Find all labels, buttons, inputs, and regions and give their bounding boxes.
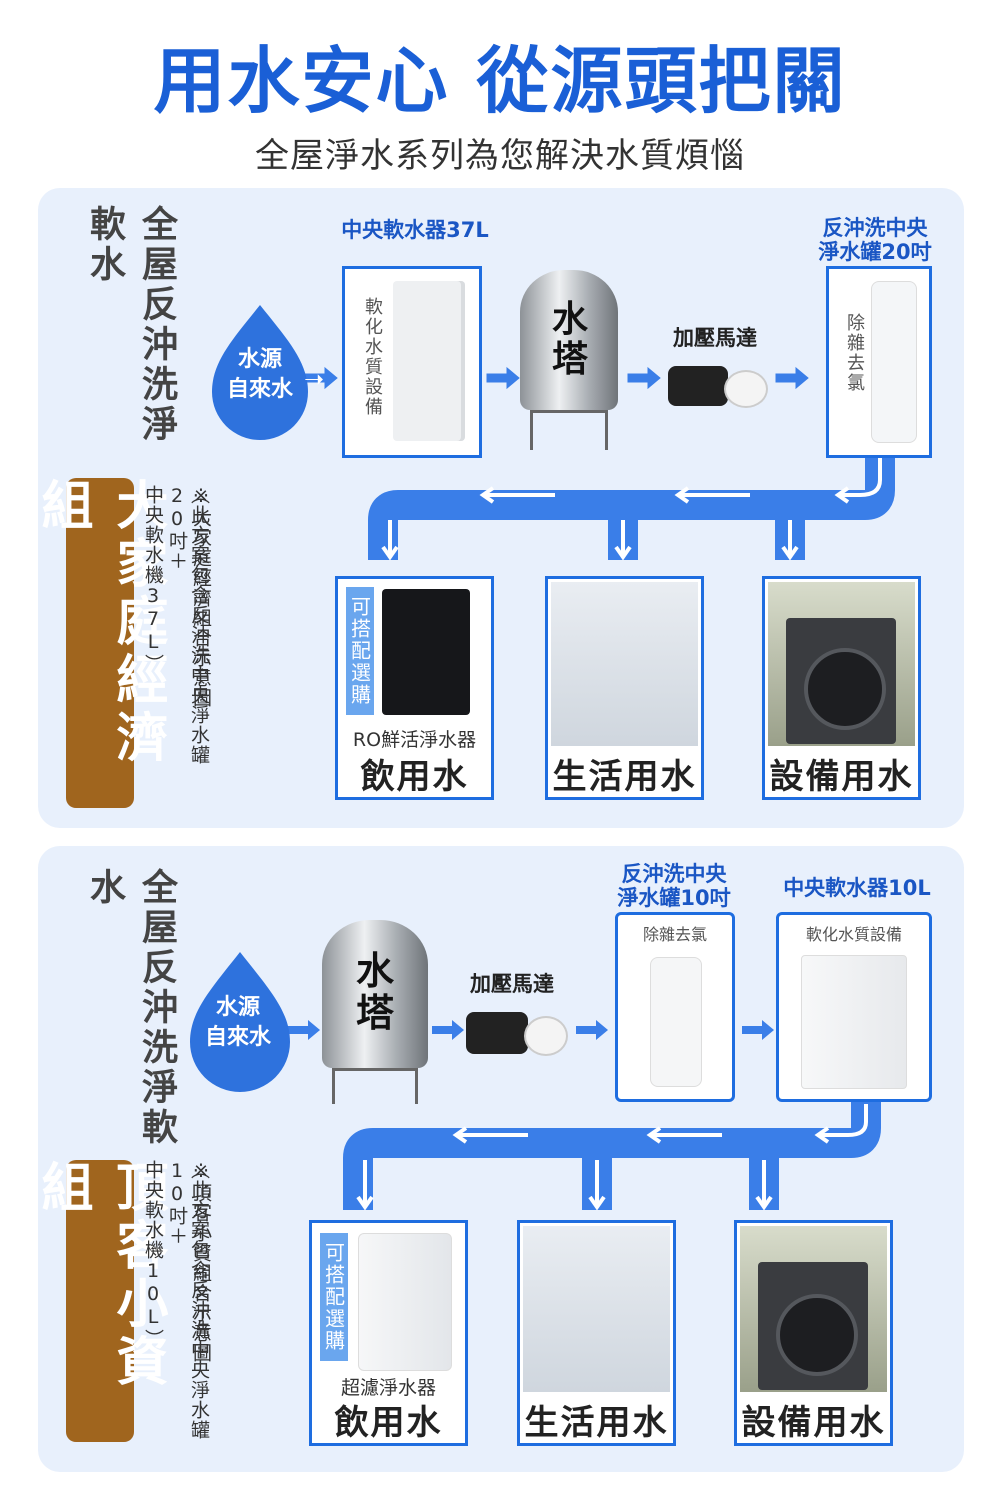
laundry-image <box>768 582 915 746</box>
filter-title: 反沖洗中央淨水罐10吋 <box>617 862 731 910</box>
softener-title: 中央軟水器37L <box>341 218 489 242</box>
output-label-appliance: 設備用水 <box>741 1403 886 1443</box>
note-line-3: 中央軟水機37L） <box>142 485 164 674</box>
purifier-icon <box>358 1233 452 1371</box>
filter-title: 反沖洗中央淨水罐20吋 <box>818 216 932 264</box>
pump-icon <box>466 1002 568 1058</box>
softener-box: 軟化水質設備 <box>342 266 482 458</box>
output-living: 生活用水 <box>517 1220 676 1446</box>
output-living: 生活用水 <box>545 576 704 800</box>
tank-text: 水塔 <box>551 299 588 380</box>
filter-unit-icon <box>871 281 917 443</box>
tank-text: 水塔 <box>355 949 394 1035</box>
bathroom-image <box>551 582 698 746</box>
filter-desc: 除雜去氯 <box>642 925 707 944</box>
filter-box: 除雜去氯 <box>826 266 932 458</box>
note-line-1: ※頂客小資組合示意圖 <box>190 1160 212 1363</box>
purifier-name: RO鮮活淨水器 <box>352 729 477 751</box>
source-label: 水源 自來水 <box>204 995 271 1050</box>
output-drinking: 可搭配選購 超濾淨水器 飲用水 <box>309 1220 468 1446</box>
softener-unit-icon <box>393 281 465 441</box>
softener-box: 軟化水質設備 <box>776 912 932 1102</box>
laundry-image <box>740 1226 887 1392</box>
output-label-drinking: 飲用水 <box>334 1403 443 1443</box>
softener-desc: 軟化水質設備 <box>362 297 383 417</box>
note-line-1: ※大家庭經濟組合示意圖 <box>190 485 212 708</box>
output-label-living: 生活用水 <box>552 757 697 797</box>
water-tower-icon: 水塔 <box>322 920 428 1106</box>
filter-unit-icon <box>650 957 702 1087</box>
pump-icon <box>668 356 768 410</box>
output-appliance: 設備用水 <box>734 1220 893 1446</box>
output-label-appliance: 設備用水 <box>769 757 914 797</box>
note-line-2: （此方案包含反沖洗中央淨水罐10吋＋ <box>166 1160 210 1440</box>
note-line-2: （此方案包含反沖洗中央淨水罐20吋＋ <box>166 485 210 765</box>
optional-label: 可搭配選購 <box>320 1233 348 1361</box>
output-appliance: 設備用水 <box>762 576 921 800</box>
note-line-3: 中央軟水機10L） <box>142 1160 164 1349</box>
purifier-icon <box>382 589 470 715</box>
softener-unit-icon <box>801 955 907 1089</box>
softener-title: 中央軟水器10L <box>783 876 931 900</box>
svg-text:➝: ➝ <box>304 365 324 393</box>
page-subtitle: 全屋淨水系列為您解決水質煩惱 <box>255 136 745 176</box>
output-label-drinking: 飲用水 <box>360 757 469 797</box>
softener-desc: 軟化水質設備 <box>805 925 902 944</box>
purifier-name: 超濾淨水器 <box>340 1377 436 1399</box>
water-tower-icon: 水塔 <box>520 270 618 450</box>
pump-title: 加壓馬達 <box>470 972 554 996</box>
pump-title: 加壓馬達 <box>673 326 757 350</box>
filter-desc: 除雜去氯 <box>844 313 865 393</box>
optional-label: 可搭配選購 <box>346 587 374 715</box>
output-drinking: 可搭配選購 RO鮮活淨水器 飲用水 <box>335 576 494 800</box>
source-label: 水源 自來水 <box>226 347 293 402</box>
filter-box: 除雜去氯 <box>615 912 735 1102</box>
output-label-living: 生活用水 <box>524 1403 669 1443</box>
page-title: 用水安心 從源頭把關 <box>153 39 847 123</box>
series-label: 全屋反沖洗淨軟水 <box>84 205 177 445</box>
series-label: 全屋反沖洗淨軟水 <box>84 868 177 1148</box>
bathroom-image <box>523 1226 670 1392</box>
